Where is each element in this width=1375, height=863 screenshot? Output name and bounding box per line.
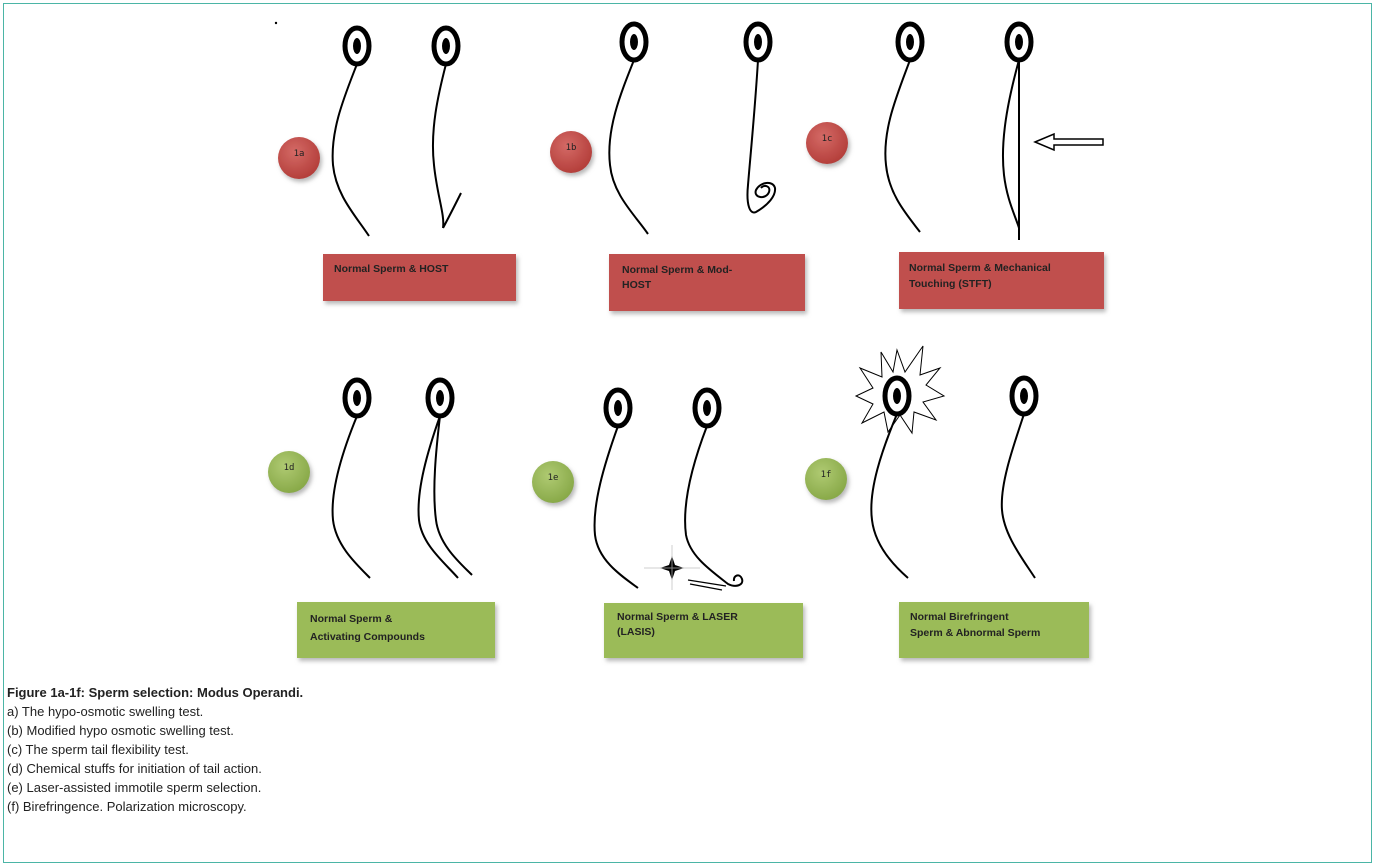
panel-1b: [608, 21, 777, 235]
birefringence-burst-icon: [854, 345, 946, 435]
badge-label: 1f: [821, 470, 832, 480]
sperm-tail: [870, 413, 909, 579]
panel-1e: [593, 387, 744, 591]
panel-1c: [884, 21, 1104, 240]
arrow-left-icon: [1033, 132, 1104, 152]
label-line: Normal Birefringent: [910, 611, 1009, 623]
sperm-head-icon: [743, 21, 773, 63]
caption-line-f: (f) Birefringence. Polarization microsco…: [7, 799, 247, 814]
badge-1c: 1c: [806, 122, 848, 164]
sperm-tail: [608, 59, 649, 235]
panel-1a: [331, 25, 462, 237]
label-line: Normal Sperm & HOST: [334, 263, 449, 275]
caption-line-b: (b) Modified hypo osmotic swelling test.: [7, 723, 234, 738]
sperm-tail-bent: [1001, 59, 1020, 229]
sperm-head-icon: [619, 21, 649, 63]
label-box-1e: Normal Sperm & LASER (LASIS): [604, 603, 803, 658]
label-line: Normal Sperm & Mod-: [622, 264, 733, 276]
sperm-tail-laser-hit: [684, 425, 744, 587]
laser-dash: [687, 579, 727, 591]
caption-line-d: (d) Chemical stuffs for initiation of ta…: [7, 761, 262, 776]
sperm-tail-swollen: [431, 63, 462, 229]
badge-1d: 1d: [268, 451, 310, 493]
label-line: Sperm & Abnormal Sperm: [910, 627, 1040, 639]
label-box-1a: Normal Sperm & HOST: [323, 254, 516, 301]
badge-label: 1d: [284, 463, 295, 473]
label-box-1b: Normal Sperm & Mod- HOST: [609, 254, 805, 311]
sperm-head-icon: [603, 387, 633, 429]
figure-caption-title: Figure 1a-1f: Sperm selection: Modus Ope…: [7, 685, 304, 700]
label-line: Touching (STFT): [909, 278, 992, 290]
stray-dot: [274, 21, 278, 25]
label-line: Activating Compounds: [310, 631, 425, 643]
badge-label: 1a: [294, 149, 305, 159]
badge-label: 1b: [566, 143, 577, 153]
label-box-1d: Normal Sperm & Activating Compounds: [297, 602, 495, 658]
caption-line-a: a) The hypo-osmotic swelling test.: [7, 704, 204, 719]
sperm-tail-double: [417, 415, 473, 579]
panel-1f: [854, 345, 1039, 579]
sperm-tail: [331, 415, 371, 579]
label-line: HOST: [622, 279, 652, 291]
sperm-selection-diagram: 1a 1b 1c 1d 1e 1f Normal Sperm & HOST No…: [268, 21, 1104, 658]
badge-1e: 1e: [532, 461, 574, 503]
label-box-1c: Normal Sperm & Mechanical Touching (STFT…: [899, 252, 1104, 309]
label-line: Normal Sperm &: [310, 613, 393, 625]
badge-1b: 1b: [550, 131, 592, 173]
sperm-tail: [593, 425, 639, 589]
label-line: (LASIS): [617, 626, 655, 638]
caption-line-c: (c) The sperm tail flexibility test.: [7, 742, 189, 757]
sperm-head-icon: [1004, 21, 1034, 63]
sperm-tail: [331, 63, 370, 237]
sperm-tail-coiled: [746, 59, 777, 214]
sperm-head-icon: [342, 377, 372, 419]
sperm-head-icon: [425, 377, 455, 419]
badge-1f: 1f: [805, 458, 847, 500]
label-line: Normal Sperm & LASER: [617, 611, 738, 623]
sperm-head-icon: [431, 25, 461, 67]
panel-1d: [331, 377, 473, 579]
sperm-head-icon: [895, 21, 925, 63]
sperm-head-icon: [1009, 375, 1039, 417]
sperm-head-icon: [342, 25, 372, 67]
sperm-tail: [884, 59, 921, 233]
badge-label: 1c: [822, 134, 833, 144]
laser-spark-icon: [644, 545, 700, 590]
label-line: Normal Sperm & Mechanical: [909, 262, 1051, 274]
label-box-1f: Normal Birefringent Sperm & Abnormal Spe…: [899, 602, 1089, 658]
caption-line-e: (e) Laser-assisted immotile sperm select…: [7, 780, 262, 795]
sperm-tail: [1000, 413, 1036, 579]
badge-1a: 1a: [278, 137, 320, 179]
badge-label: 1e: [548, 473, 559, 483]
sperm-head-icon: [692, 387, 722, 429]
